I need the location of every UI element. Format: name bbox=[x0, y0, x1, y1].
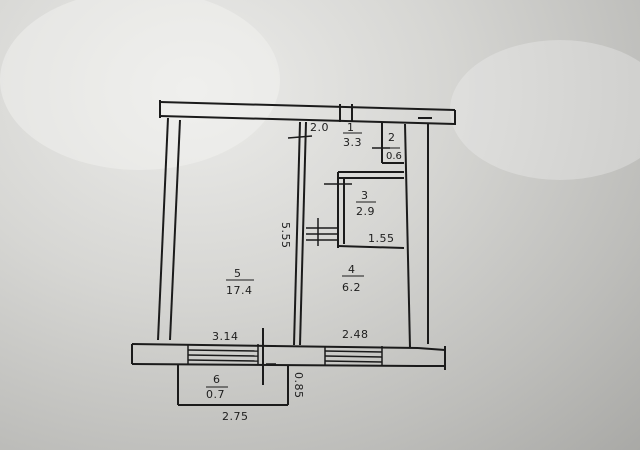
room-3-number: 3 bbox=[361, 189, 369, 202]
balcony-door bbox=[262, 328, 276, 385]
room-1-area: 3.3 bbox=[343, 136, 362, 149]
room-2-area: 0.6 bbox=[386, 151, 402, 162]
window-room-4 bbox=[324, 346, 383, 366]
room-1-number: 1 bbox=[347, 121, 355, 134]
door-mark-room-3 bbox=[306, 218, 338, 246]
room-5-area: 17.4 bbox=[226, 284, 253, 297]
paper-glare bbox=[0, 0, 280, 170]
balcony-room-6 bbox=[177, 365, 289, 406]
dimension-room-3-width: 1.55 bbox=[368, 232, 395, 245]
paper-glare-right bbox=[450, 40, 640, 180]
room-5-number: 5 bbox=[234, 267, 242, 280]
label-underlines bbox=[206, 132, 400, 388]
right-wall bbox=[404, 117, 432, 349]
left-wall bbox=[157, 117, 181, 341]
room-6-number: 6 bbox=[213, 373, 221, 386]
room-3-area: 2.9 bbox=[356, 205, 375, 218]
dimension-balcony-depth: 0.85 bbox=[292, 372, 305, 399]
dimension-balcony-length: 2.75 bbox=[222, 410, 249, 423]
room-3-walls bbox=[324, 171, 405, 249]
dimension-room-5-width: 3.14 bbox=[212, 330, 239, 343]
dimension-partition-length: 5.55 bbox=[279, 222, 292, 249]
room-2-number: 2 bbox=[388, 131, 396, 144]
top-wall bbox=[159, 100, 456, 125]
room-4-number: 4 bbox=[348, 263, 356, 276]
dimension-room-4-width: 2.48 bbox=[342, 328, 369, 341]
dimension-corridor-width: 2.0 bbox=[310, 121, 329, 134]
window-room-5 bbox=[187, 344, 259, 364]
room-4-area: 6.2 bbox=[342, 281, 361, 294]
room-6-area: 0.7 bbox=[206, 388, 225, 401]
central-partition bbox=[287, 121, 313, 346]
